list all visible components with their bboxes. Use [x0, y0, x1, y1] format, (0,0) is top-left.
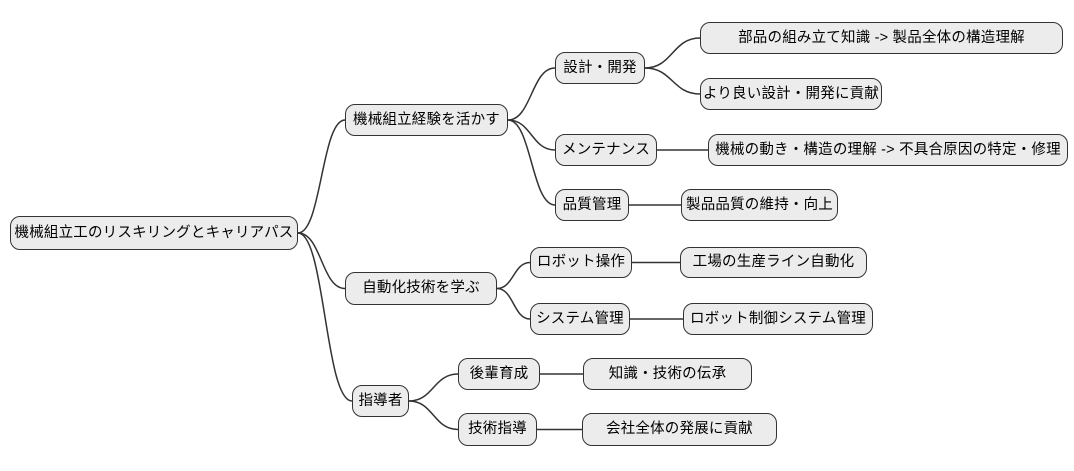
mindmap-node-b3: 指導者: [352, 385, 409, 417]
mindmap-edge-b1-c13: [507, 119, 556, 206]
mindmap-edge-b3-c32: [408, 400, 459, 431]
mindmap-node-c32: 技術指導: [458, 413, 537, 446]
mindmap-node-b2: 自動化技術を学ぶ: [345, 272, 497, 305]
mindmap-node-c12: メンテナンス: [555, 134, 657, 166]
mindmap-node-l311: 知識・技術の伝承: [583, 358, 752, 390]
mindmap-node-l221: ロボット制御システム管理: [683, 303, 873, 335]
mindmap-node-l121: 機械の動き・構造の理解 -> 不具合原因の特定・修理: [708, 134, 1068, 166]
mindmap-edge-root-b2: [297, 232, 346, 290]
mindmap-edge-c11-l111: [644, 37, 701, 69]
mindmap-edge-b1-c12: [507, 119, 556, 151]
mindmap-node-c13: 品質管理: [555, 189, 629, 221]
mindmap-node-c31: 後輩育成: [458, 358, 540, 390]
mindmap-edge-b2-c21: [496, 261, 531, 290]
mindmap-edge-b1-c11: [507, 67, 556, 121]
mindmap-node-l211: 工場の生産ライン自動化: [680, 247, 867, 278]
mindmap-node-l111: 部品の組み立て知識 -> 製品全体の構造理解: [700, 22, 1063, 54]
mindmap-edge-b2-c22: [496, 287, 531, 320]
mindmap-node-root: 機械組立工のリスキリングとキャリアパス: [10, 216, 298, 250]
mindmap-edge-root-b3: [297, 232, 353, 402]
mindmap-node-c22: システム管理: [530, 303, 630, 335]
mindmap-node-l131: 製品品質の維持・向上: [681, 189, 838, 221]
mindmap-node-c21: ロボット操作: [530, 247, 632, 278]
mindmap-node-c11: 設計・開発: [555, 52, 645, 84]
mindmap-node-l112: より良い設計・開発に貢献: [700, 78, 882, 110]
mindmap-node-b1: 機械組立経験を活かす: [345, 104, 508, 136]
mindmap-edge-b3-c31: [408, 373, 459, 402]
mindmap-node-l321: 会社全体の発展に貢献: [582, 413, 777, 446]
mindmap-edge-root-b1: [297, 119, 346, 234]
mindmap-edge-c11-l112: [644, 67, 701, 95]
